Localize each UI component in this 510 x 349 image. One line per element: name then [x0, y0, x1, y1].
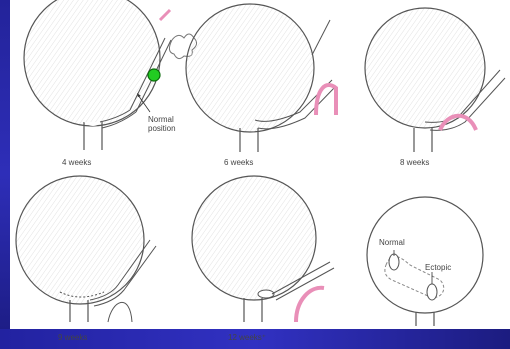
stage-6-weeks: 6 weeks: [186, 4, 336, 167]
normal-orifice: [389, 254, 399, 270]
bladder-dome: [186, 4, 314, 132]
bladder-dome: [24, 0, 160, 126]
caption-6-weeks: 6 weeks: [224, 158, 253, 167]
mesonephric-duct: [108, 302, 132, 322]
urethra: [414, 128, 432, 152]
annotation-normal-position-line1: Normal: [148, 115, 174, 124]
mesonephric-duct: [296, 288, 324, 322]
stage-4-weeks: Normal position 4 weeks: [20, 0, 197, 167]
urethra: [244, 298, 262, 322]
stage-8-weeks: 8 weeks: [365, 8, 505, 167]
caption-12-weeks: 12 weeks⁺: [228, 333, 266, 342]
bladder-dome: [192, 176, 316, 300]
bladder-dome: [367, 197, 483, 313]
urethra: [416, 312, 434, 326]
annotation-normal-position-line2: position: [148, 124, 176, 133]
stage-ectopic-comparison: Normal Ectopic: [367, 197, 483, 326]
bladder-dome: [365, 8, 485, 128]
green-marker-icon: [148, 69, 160, 81]
stage-9-weeks: 9 weeks: [16, 176, 156, 342]
caption-9-weeks: 9 weeks: [58, 333, 87, 342]
label-ectopic: Ectopic: [425, 263, 451, 272]
caption-4-weeks: 4 weeks: [62, 158, 91, 167]
ectopic-orifice: [427, 284, 437, 300]
caption-8-weeks: 8 weeks: [400, 158, 429, 167]
bladder-dome: [16, 176, 144, 304]
mesonephric-duct: [160, 10, 170, 20]
stage-12-weeks: 12 weeks⁺: [192, 176, 334, 342]
ureteric-orifice: [258, 290, 274, 298]
label-normal: Normal: [379, 238, 405, 247]
